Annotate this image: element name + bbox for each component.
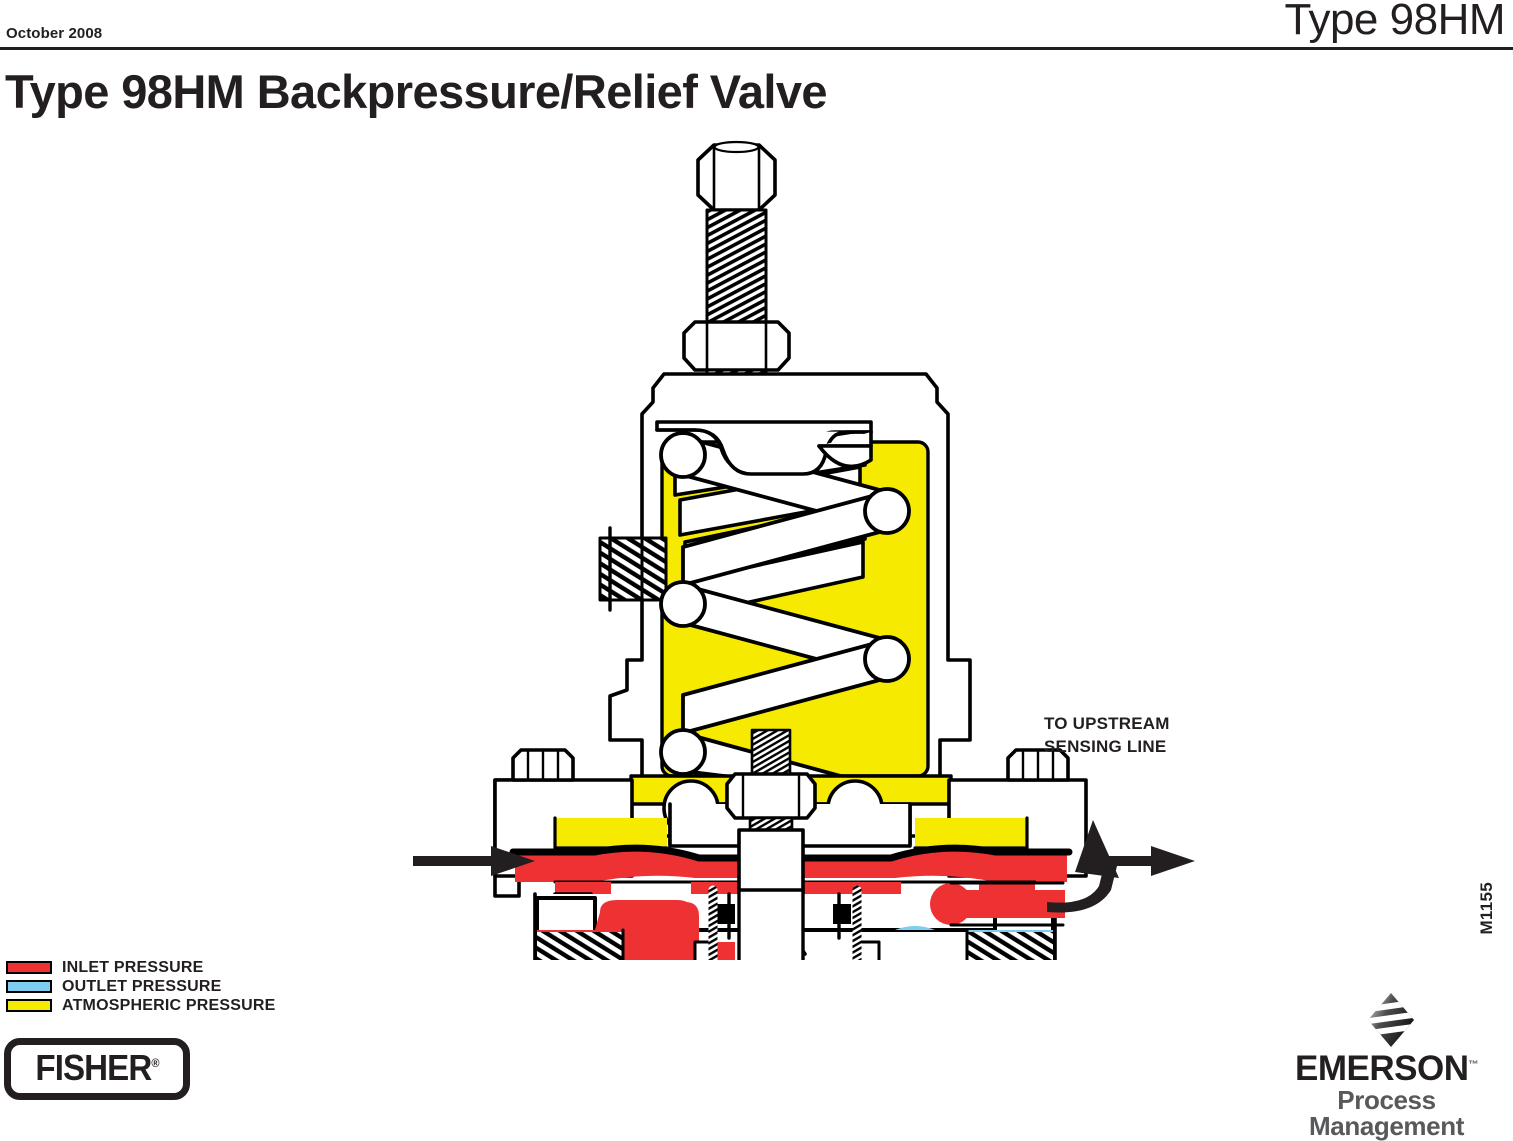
upstream-sensing-passage (930, 881, 1065, 927)
header-divider (0, 47, 1513, 50)
valve-cutaway-svg (413, 140, 1195, 960)
fisher-wordmark-text: FISHER (34, 1047, 152, 1088)
valve-cutaway-figure (395, 130, 1195, 960)
callout-line-2: SENSING LINE (1044, 736, 1167, 756)
page-title: Type 98HM Backpressure/Relief Valve (5, 65, 828, 118)
control-spring-coils (659, 431, 911, 794)
callout-line-1: TO UPSTREAM (1044, 714, 1170, 733)
drawing-number: M1155 (1477, 882, 1496, 935)
emerson-wordmark: EMERSON™ (1264, 1051, 1509, 1086)
fisher-logo: FISHER® (4, 1038, 190, 1100)
legend-label-outlet: OUTLET PRESSURE (62, 977, 222, 995)
sensing-line-callout: TO UPSTREAM SENSING LINE (1044, 713, 1170, 759)
valve-seat-assembly (693, 885, 881, 960)
header-model-title: Type 98HM (1284, 0, 1506, 44)
trademark-icon: ™ (1468, 1059, 1478, 1071)
legend-item-atmospheric: ATMOSPHERIC PRESSURE (6, 996, 276, 1015)
outlet-flow-arrow (1095, 846, 1195, 876)
legend-swatch-atmospheric (6, 999, 52, 1012)
legend-label-inlet: INLET PRESSURE (62, 958, 204, 976)
legend-item-inlet: INLET PRESSURE (6, 958, 276, 977)
page-header: October 2008 Type 98HM (0, 0, 1513, 52)
legend-swatch-outlet (6, 980, 52, 993)
fisher-wordmark: FISHER® (35, 1050, 159, 1086)
vent-port (598, 524, 668, 615)
upper-spring-seat (655, 420, 873, 476)
pressure-legend: INLET PRESSURE OUTLET PRESSURE ATMOSPHER… (6, 958, 276, 1015)
emerson-logo: EMERSON™ Process Management (1264, 993, 1509, 1139)
publication-date: October 2008 (6, 25, 103, 42)
registered-trademark-icon: ® (150, 1056, 160, 1070)
outlet-flow-cavity (895, 926, 1053, 960)
emerson-diamond-icon (1368, 993, 1414, 1047)
legend-swatch-inlet (6, 961, 52, 974)
legend-item-outlet: OUTLET PRESSURE (6, 977, 276, 996)
legend-label-atmospheric: ATMOSPHERIC PRESSURE (62, 996, 276, 1014)
emerson-tagline: Process Management (1309, 1085, 1464, 1141)
inlet-flow-arrow (413, 846, 535, 876)
emerson-wordmark-text: EMERSON (1295, 1049, 1469, 1088)
